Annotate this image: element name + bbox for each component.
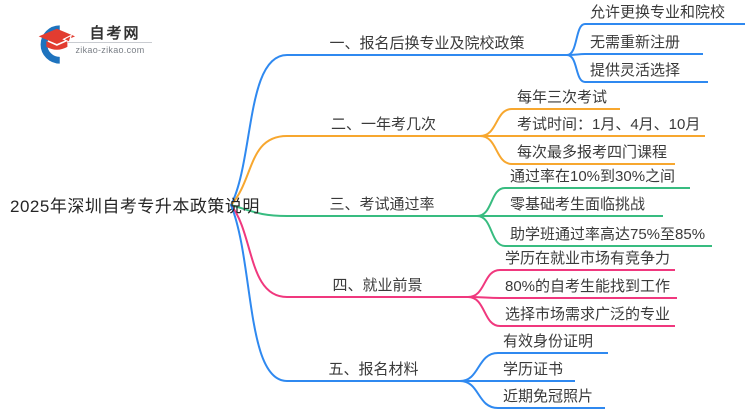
logo-title: 自考网 [89, 25, 141, 42]
logo-domain: zikao-zikao.com [75, 45, 145, 55]
connector-branch3-child1 [476, 187, 506, 217]
child-node-5-1: 有效身份证明 [498, 332, 608, 354]
connector-branch1-child3 [566, 54, 586, 83]
child-node-3-3: 助学班通过率高达75%至85% [505, 225, 712, 247]
connector-branch3-child3 [476, 215, 506, 247]
connector-branch2-child3 [479, 135, 513, 165]
child-node-5-2: 学历证书 [498, 360, 575, 382]
child-node-4-2: 80%的自考生能找到工作 [500, 277, 677, 299]
child-node-2-1: 每年三次考试 [512, 88, 620, 110]
branch-node-2: 二、一年考几次 [287, 115, 480, 137]
child-node-3-1: 通过率在10%到30%之间 [505, 167, 690, 189]
branch-node-1: 一、报名后换专业及院校政策 [287, 34, 567, 56]
child-node-5-3: 近期免冠照片 [498, 387, 605, 409]
root-node: 2025年深圳自考专升本政策说明 [10, 197, 260, 216]
connector-root-branch4 [230, 204, 288, 298]
child-node-2-2: 考试时间：1月、4月、10月 [512, 115, 705, 137]
connector-branch5-child3 [459, 380, 499, 409]
branch-node-4: 四、就业前景 [287, 276, 468, 298]
site-logo: 自考网 zikao-zikao.com [32, 12, 152, 64]
child-node-4-1: 学历在就业市场有竞争力 [500, 249, 675, 271]
connector-root-branch5 [230, 204, 288, 382]
child-node-1-2: 无需重新注册 [585, 33, 703, 55]
child-node-3-2: 零基础考生面临挑战 [505, 195, 663, 217]
branch-node-3: 三、考试通过率 [287, 195, 477, 217]
child-node-4-3: 选择市场需求广泛的专业 [500, 305, 675, 327]
graduation-cap-icon [38, 25, 76, 64]
connector-root-branch3 [230, 204, 288, 217]
logo-divider [68, 42, 152, 43]
connector-root-branch1 [230, 54, 288, 206]
connector-branch1-child1 [566, 23, 586, 56]
child-node-1-3: 提供灵活选择 [585, 61, 708, 83]
branch-node-5: 五、报名材料 [287, 360, 460, 382]
child-node-2-3: 每次最多报考四门课程 [512, 143, 675, 165]
connector-branch4-child1 [467, 269, 501, 298]
child-node-1-1: 允许更换专业和院校 [585, 3, 745, 25]
connector-branch4-child3 [467, 296, 501, 327]
connector-branch5-child1 [459, 352, 499, 382]
connector-branch2-child1 [479, 108, 513, 137]
connector-root-branch2 [230, 135, 288, 206]
